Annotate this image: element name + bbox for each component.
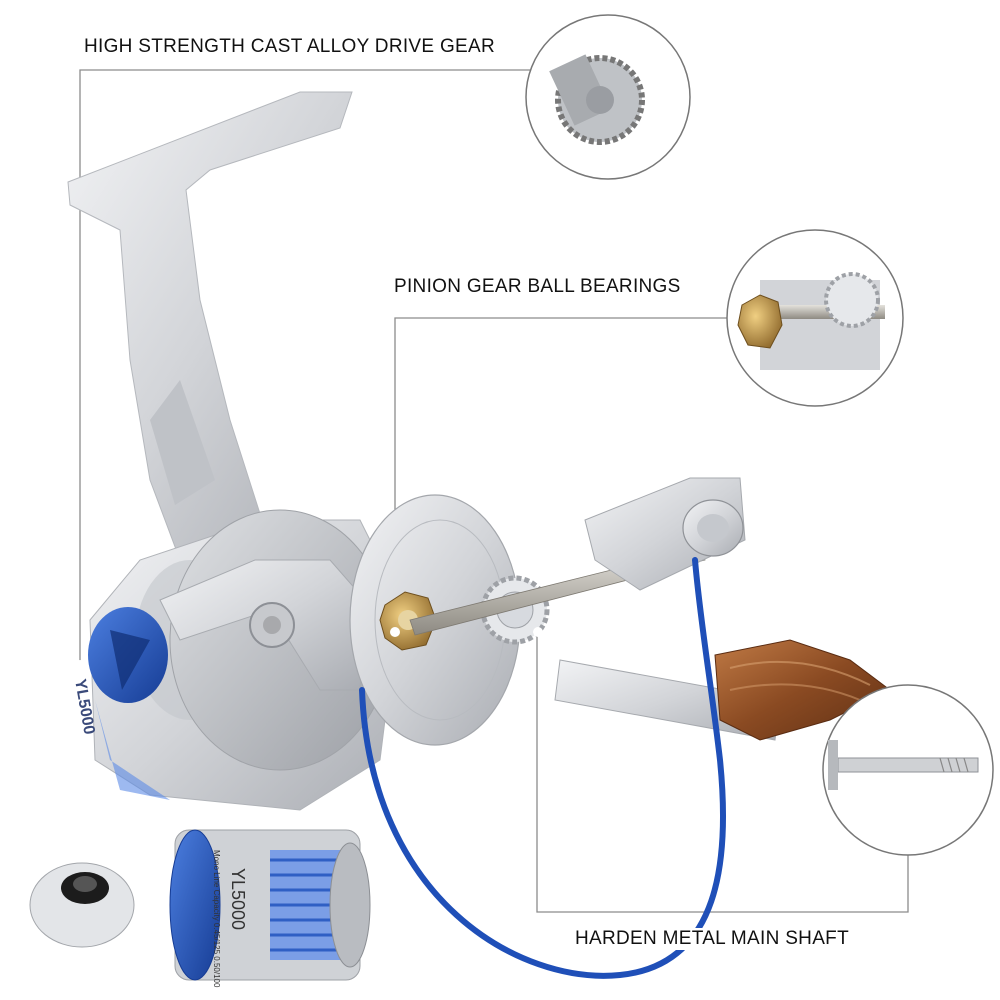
spool-model-text: YL5000 xyxy=(228,868,248,930)
drive-gear-callout-label: HIGH STRENGTH CAST ALLOY DRIVE GEAR xyxy=(82,36,498,58)
anti-reverse-knob xyxy=(88,607,168,703)
detail-drive-gear xyxy=(525,14,691,180)
spare-spool: YL5000 Mono Line Capacity 0.45/125 0.50/… xyxy=(169,829,371,988)
drag-knob xyxy=(29,862,135,948)
reel-stem xyxy=(67,91,353,561)
detail-main-shaft xyxy=(822,684,994,856)
handle-cap xyxy=(682,499,744,557)
detail-pinion-bearings xyxy=(726,229,904,407)
reel-rotor xyxy=(159,509,391,771)
drive-gear-callout-line xyxy=(79,69,540,665)
pinion-dot xyxy=(390,627,400,637)
drive-gear-dot xyxy=(75,660,85,670)
main-shaft-callout-label: HARDEN METAL MAIN SHAFT xyxy=(573,928,851,950)
callout-dots xyxy=(75,627,543,670)
spool-spec-text: Mono Line Capacity 0.45/125 0.50/100 xyxy=(212,850,221,988)
shaft-callout-line xyxy=(536,632,909,913)
shaft-dot xyxy=(533,627,543,637)
pinion-bearings-callout-label: PINION GEAR BALL BEARINGS xyxy=(392,276,683,298)
